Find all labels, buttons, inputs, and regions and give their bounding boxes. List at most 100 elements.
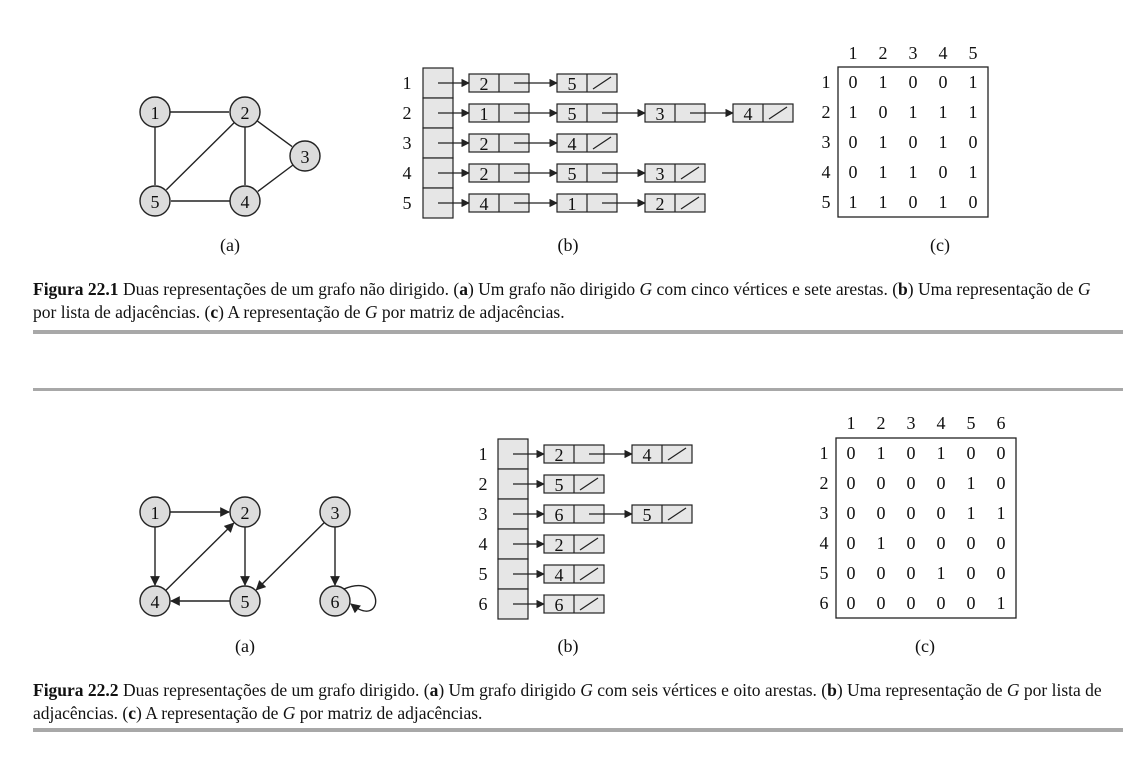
matrix-cell: 1 (939, 192, 948, 212)
matrix-border (835, 437, 1017, 619)
matrix-cell: 1 (937, 443, 946, 463)
sub-figure-label: (c) (930, 235, 950, 256)
matrix-cell: 0 (847, 563, 856, 583)
caption-text: ) Uma representação de (907, 279, 1078, 299)
vertex-label: 1 (151, 503, 160, 523)
sub-figure-label: (c) (915, 636, 935, 657)
divider (33, 330, 1123, 334)
matrix-col-header: 5 (967, 413, 976, 433)
matrix-cell: 1 (967, 503, 976, 523)
caption-text: ) Um grafo não dirigido (467, 279, 640, 299)
caption-text: c (128, 703, 136, 723)
list-node-value: 3 (656, 104, 665, 124)
list-node-value: 5 (568, 74, 577, 94)
matrix-cell: 1 (939, 102, 948, 122)
list-row-label: 3 (479, 504, 488, 524)
vertex-6 (319, 585, 351, 617)
caption-text: ) Uma representação de (836, 680, 1007, 700)
matrix-cell: 0 (939, 162, 948, 182)
matrix-row-header: 3 (820, 503, 829, 523)
edge-2-3 (256, 120, 293, 148)
matrix-cell: 0 (997, 533, 1006, 553)
figure-22-1-caption: Figura 22.1 Duas representações de um gr… (33, 278, 1113, 324)
matrix-cell: 1 (969, 162, 978, 182)
matrix-border (837, 66, 989, 218)
matrix-cell: 1 (879, 72, 888, 92)
vertex-4 (229, 185, 261, 217)
caption-text: G (639, 279, 653, 299)
matrix-cell: 1 (967, 473, 976, 493)
matrix-cell: 0 (967, 563, 976, 583)
vertex-label: 5 (241, 592, 250, 612)
caption-label: Figura 22.1 (33, 279, 119, 299)
matrix-row-header: 4 (820, 533, 829, 553)
list-row-label: 5 (479, 564, 488, 584)
caption-text: com cinco vértices e sete arestas. ( (652, 279, 899, 299)
matrix-cell: 0 (909, 132, 918, 152)
matrix-cell: 1 (877, 443, 886, 463)
vertex-label: 4 (241, 192, 250, 212)
list-node-value: 2 (656, 194, 665, 214)
matrix-cell: 0 (847, 593, 856, 613)
list-row-label: 1 (403, 73, 412, 93)
edge-4-2 (165, 522, 235, 591)
matrix-cell: 0 (907, 563, 916, 583)
list-node-value: 2 (480, 134, 489, 154)
matrix-col-header: 4 (939, 43, 948, 63)
list-node-value: 2 (480, 164, 489, 184)
sub-figure-label: (a) (235, 636, 255, 657)
matrix-cell: 1 (849, 102, 858, 122)
matrix-cell: 0 (967, 593, 976, 613)
caption-text: a (459, 279, 468, 299)
vertex-1 (139, 96, 171, 128)
matrix-cell: 0 (937, 473, 946, 493)
matrix-row-header: 1 (822, 72, 831, 92)
matrix-cell: 0 (849, 132, 858, 152)
list-node-value: 4 (480, 194, 489, 214)
matrix-cell: 1 (937, 563, 946, 583)
matrix-cell: 0 (907, 533, 916, 553)
matrix-col-header: 3 (909, 43, 918, 63)
vertex-2 (229, 496, 261, 528)
list-row-label: 4 (403, 163, 412, 183)
matrix-cell: 1 (997, 503, 1006, 523)
list-node-value: 5 (643, 505, 652, 525)
matrix-col-header: 4 (937, 413, 946, 433)
matrix-col-header: 6 (997, 413, 1006, 433)
matrix-cell: 1 (909, 162, 918, 182)
matrix-cell: 0 (849, 72, 858, 92)
caption-text: ) Um grafo dirigido (438, 680, 581, 700)
caption-text: b (827, 680, 837, 700)
matrix-cell: 0 (847, 503, 856, 523)
caption-text: a (429, 680, 439, 700)
matrix-cell: 0 (937, 503, 946, 523)
list-row-label: 4 (479, 534, 488, 554)
null-pointer-slash (592, 76, 612, 90)
matrix-cell: 0 (967, 533, 976, 553)
divider (33, 388, 1123, 391)
matrix-cell: 0 (877, 473, 886, 493)
matrix-row-header: 4 (822, 162, 831, 182)
matrix-cell: 0 (967, 443, 976, 463)
caption-text: por lista de adjacências. ( (33, 680, 1102, 723)
vertex-5 (139, 185, 171, 217)
vertex-label: 3 (301, 147, 310, 167)
matrix-cell: 1 (877, 533, 886, 553)
caption-text: G (364, 302, 378, 322)
list-node-value: 1 (480, 104, 489, 124)
vertex-label: 1 (151, 103, 160, 123)
matrix-cell: 0 (847, 533, 856, 553)
matrix-col-header: 5 (969, 43, 978, 63)
null-pointer-slash (667, 507, 687, 521)
list-node-value: 2 (480, 74, 489, 94)
edge-2-5 (165, 122, 235, 191)
vertex-3 (289, 140, 321, 172)
vertex-3 (319, 496, 351, 528)
list-row-label: 2 (403, 103, 412, 123)
list-node-value: 2 (555, 445, 564, 465)
list-node-value: 1 (568, 194, 577, 214)
matrix-row-header: 2 (820, 473, 829, 493)
list-node-value: 2 (555, 535, 564, 555)
